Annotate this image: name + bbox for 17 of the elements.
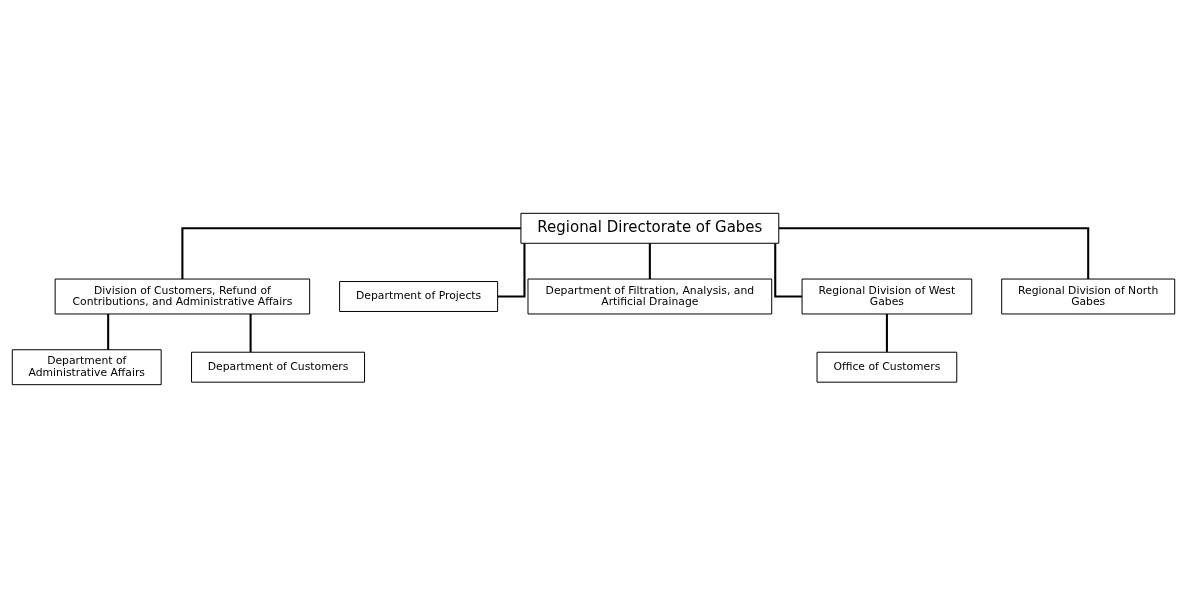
- connector: [249, 313, 252, 352]
- connector: [779, 226, 1090, 279]
- node-box: Regional Division of North Gabes: [1001, 278, 1176, 314]
- node-box: Department of Projects: [339, 280, 499, 312]
- connector: [774, 242, 802, 298]
- node-box: Regional Directorate of Gabes: [520, 212, 780, 244]
- connector: [648, 242, 651, 279]
- node-box: Department of Filtration, Analysis, and Artificial Drainage: [527, 278, 773, 314]
- node-box: Department of Customers: [191, 351, 366, 383]
- node-box: Regional Division of West Gabes: [801, 278, 973, 314]
- node-box: Office of Customers: [816, 351, 958, 383]
- node-box: Department of Administrative Affairs: [11, 348, 162, 385]
- connector: [107, 313, 110, 350]
- connector: [181, 226, 521, 279]
- connector: [885, 313, 888, 352]
- connector: [497, 242, 526, 298]
- node-box: Division of Customers, Refund of Contributions, and Administrative Affairs: [54, 278, 311, 314]
